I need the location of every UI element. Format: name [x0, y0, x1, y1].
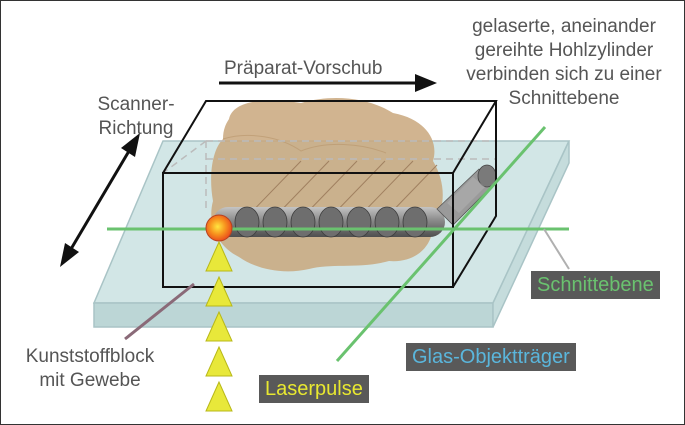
plane-pointer-line [543, 228, 570, 270]
scanner-direction-arrow [60, 133, 140, 267]
scanner-label: Scanner- Richtung [97, 94, 175, 139]
feed-label: Präparat-Vorschub [224, 58, 383, 79]
block-hidden-edges [162, 140, 496, 213]
tissue-sample [211, 98, 443, 272]
plastic-block [162, 100, 498, 288]
section-plane-tag: Schnittebene [531, 271, 660, 299]
cylinders-caption: gelaserte, aneinander gereihte Hohlzylin… [466, 16, 662, 109]
block-label: Kunststoffblock mit Gewebe [25, 346, 155, 391]
glass-slide-tag: Glas-Objektträger [406, 343, 576, 371]
laser-pulse-tag: Laserpulse [259, 375, 369, 403]
laser-pulses [205, 240, 233, 412]
feed-arrow [219, 74, 437, 92]
block-pointer-line [124, 282, 195, 341]
section-plane-lines [107, 126, 569, 362]
laser-spot [205, 214, 233, 242]
